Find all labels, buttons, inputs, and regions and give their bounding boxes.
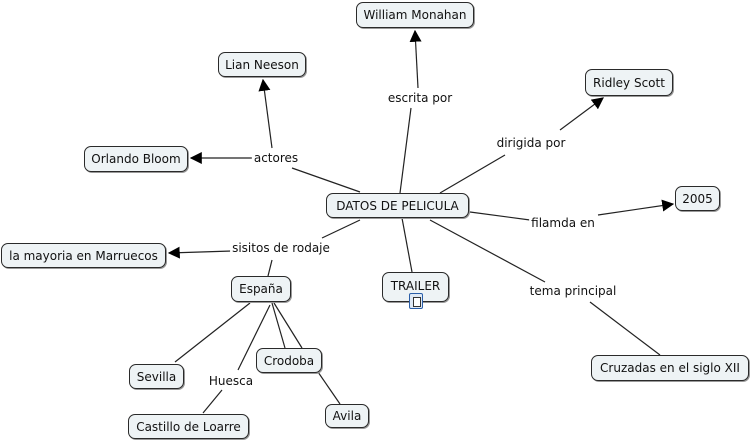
node-cruzadas[interactable]: Cruzadas en el siglo XII <box>591 355 749 381</box>
link-label-sitios-de-rodaje: sisitos de rodaje <box>230 241 332 255</box>
node-orlando-bloom[interactable]: Orlando Bloom <box>84 146 188 172</box>
node-datos-de-pelicula[interactable]: DATOS DE PELICULA <box>326 193 469 218</box>
link-label-tema-principal: tema principal <box>527 284 619 298</box>
node-lian-neeson[interactable]: Lian Neeson <box>218 52 306 77</box>
node-espana[interactable]: España <box>231 276 291 302</box>
node-castillo-de-loarre[interactable]: Castillo de Loarre <box>128 414 249 439</box>
link-label-escrita-por: escrita por <box>385 91 455 105</box>
node-avila[interactable]: Avila <box>325 404 369 428</box>
node-marruecos[interactable]: la mayoria en Marruecos <box>1 243 166 268</box>
node-crodoba[interactable]: Crodoba <box>256 348 322 373</box>
link-label-filamda-en: filamda en <box>529 216 597 230</box>
node-ridley-scott[interactable]: Ridley Scott <box>585 69 673 96</box>
link-label-dirigida-por: dirigida por <box>494 136 568 150</box>
node-2005[interactable]: 2005 <box>675 186 720 211</box>
link-label-actores: actores <box>251 151 301 165</box>
node-sevilla[interactable]: Sevilla <box>129 364 184 389</box>
node-william-monahan[interactable]: William Monahan <box>356 2 474 28</box>
link-label-huesca: Huesca <box>206 374 256 388</box>
document-icon[interactable] <box>409 293 423 309</box>
